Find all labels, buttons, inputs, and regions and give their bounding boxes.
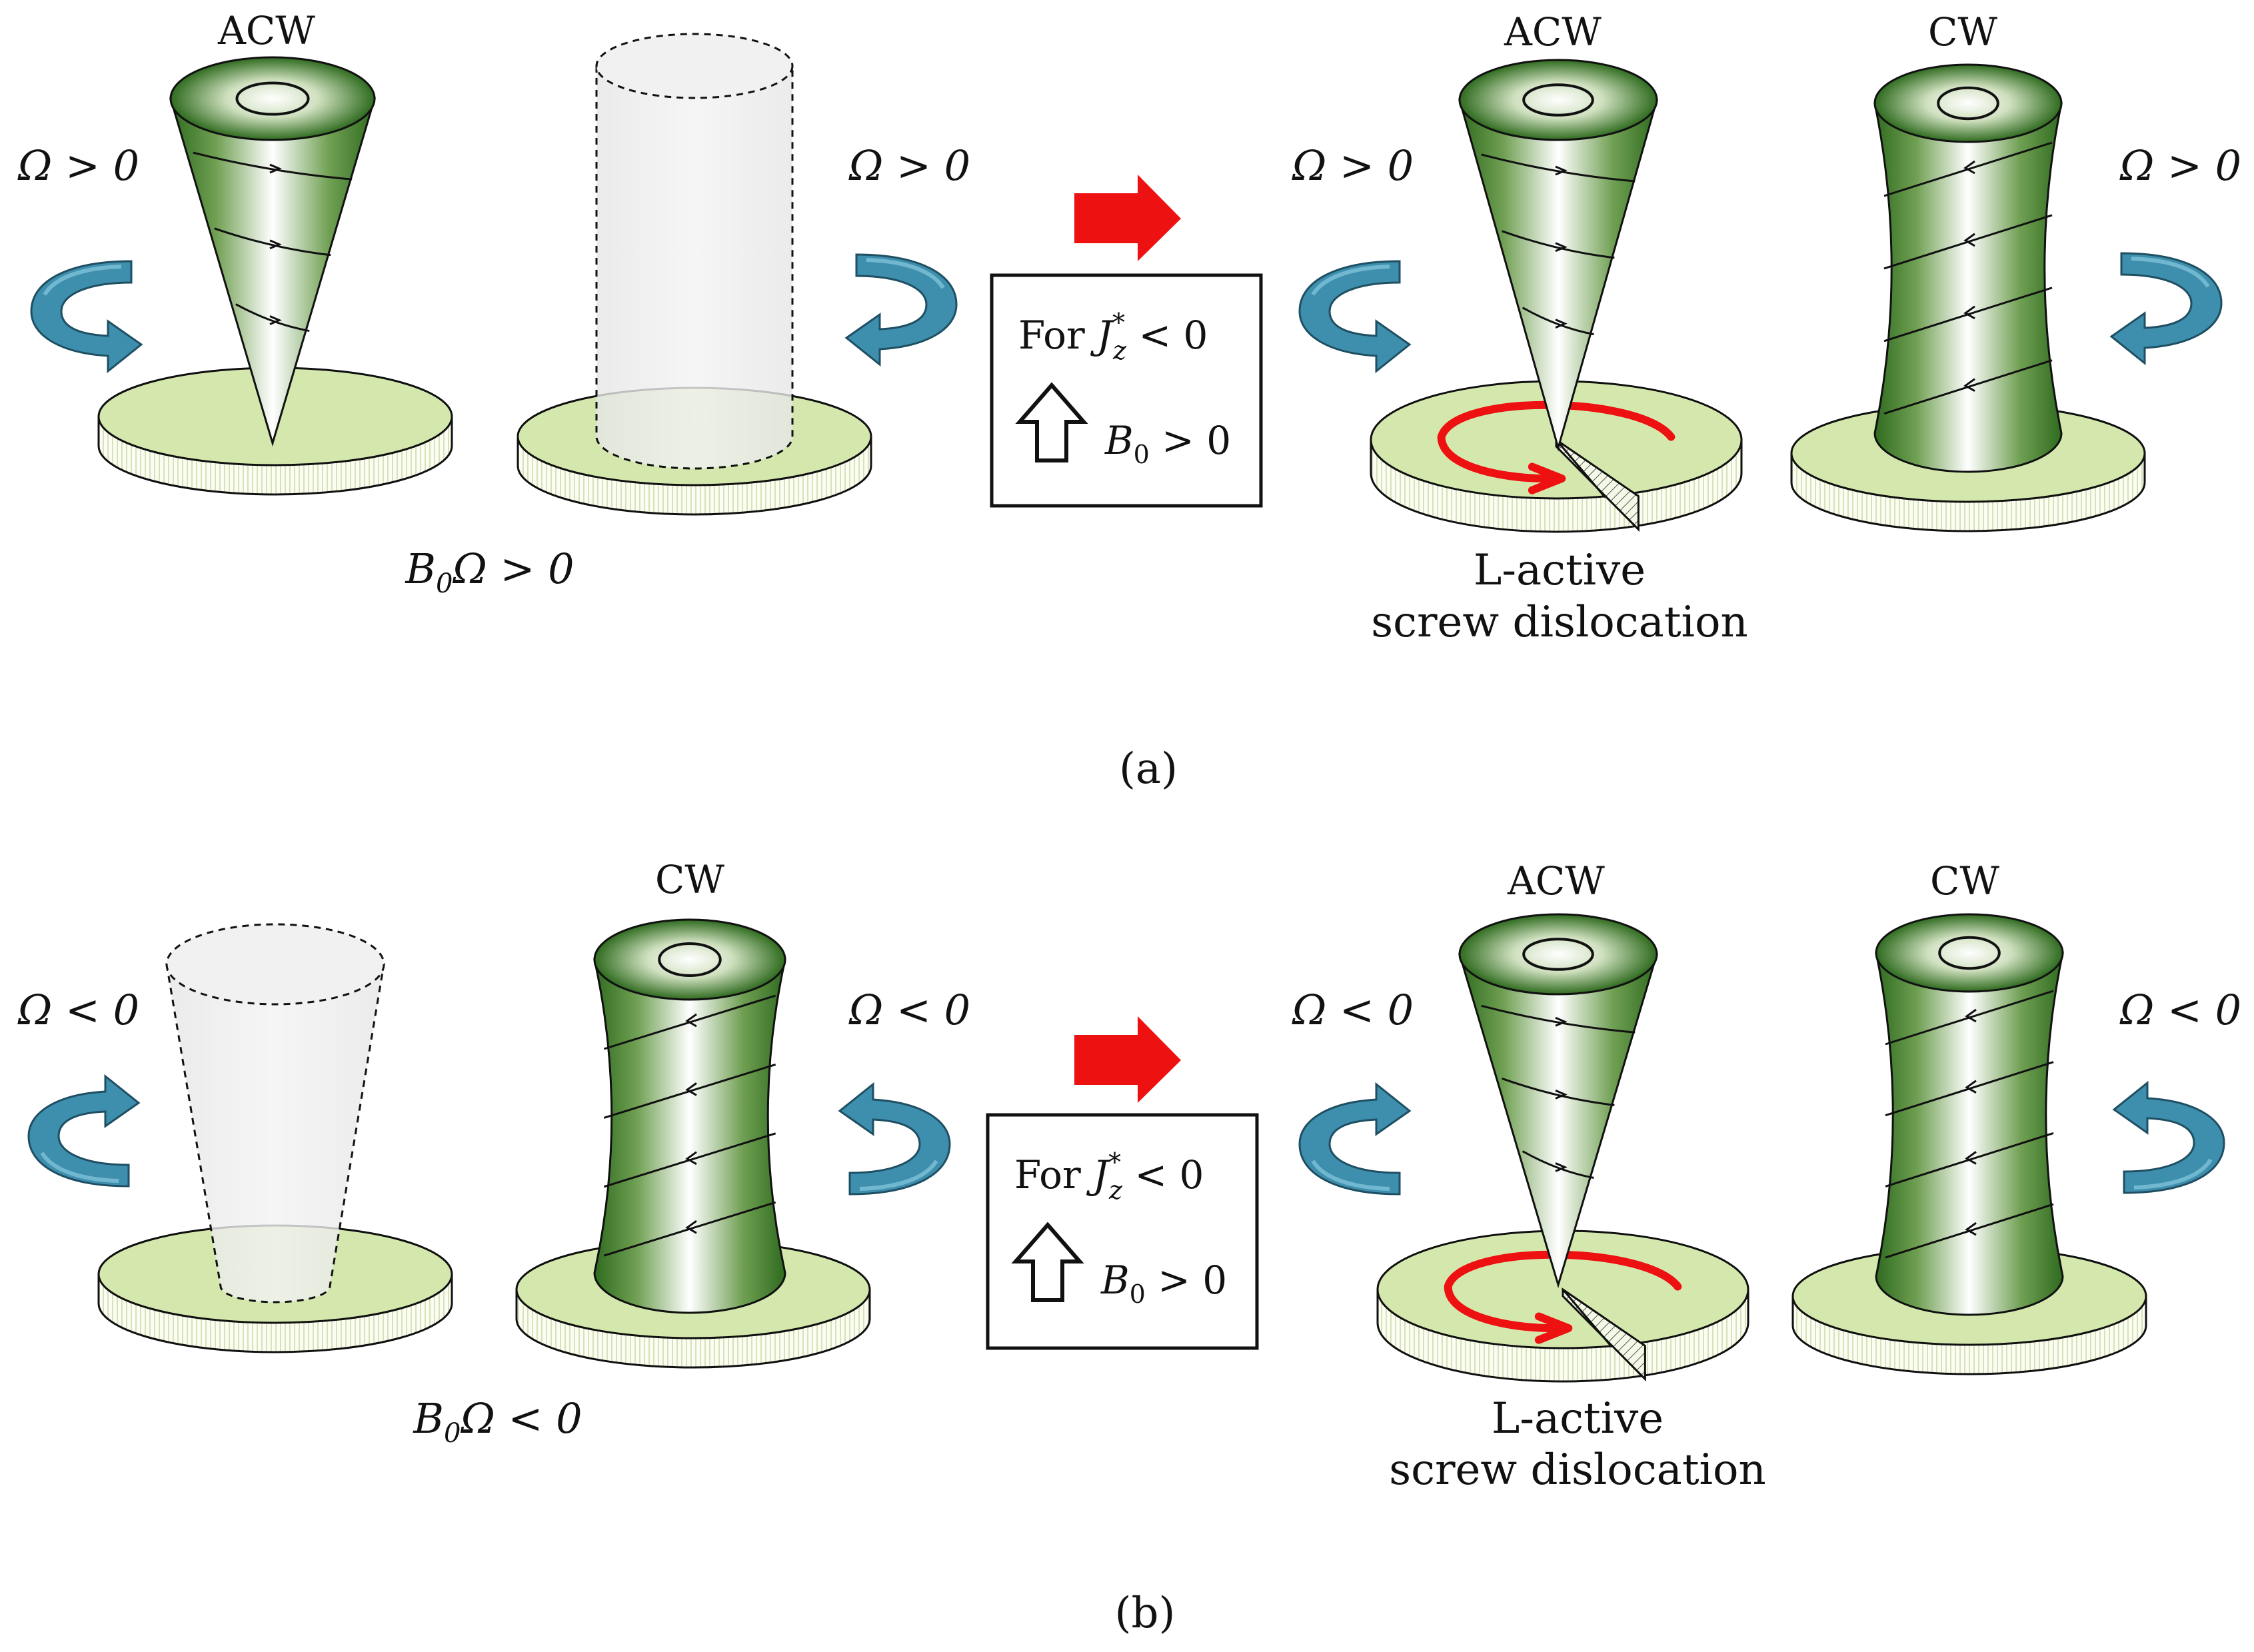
result-b-line2: screw dislocation	[1389, 1445, 1766, 1495]
vortex-a3-label: CW	[1928, 9, 1997, 55]
rotation-arrow-b1	[27, 1074, 141, 1188]
vortex-b3-cw	[1875, 913, 2064, 1316]
vortex-a2-label: ACW	[1504, 9, 1602, 55]
product-b: B0Ω < 0	[413, 1394, 582, 1449]
caption-b: (b)	[1115, 1589, 1176, 1638]
vortex-b1-cw	[593, 918, 786, 1314]
condition-line-2: B0 > 0	[1100, 1257, 1227, 1309]
rotation-arrow-b2	[838, 1082, 951, 1196]
result-a-line1: L-active	[1474, 546, 1646, 595]
ghost-cylinder-a	[595, 33, 794, 470]
rotation-arrow-b4	[2112, 1080, 2225, 1194]
omega-a-right: Ω > 0	[848, 141, 970, 190]
rotation-arrow-a1	[30, 260, 143, 374]
rotation-arrow-a2	[844, 253, 958, 367]
vortex-a2-acw	[1458, 59, 1658, 452]
dislocation-wedge	[1562, 1287, 1646, 1382]
result-a-line2: screw dislocation	[1371, 598, 1748, 647]
dislocation-rotation-arrow-icon	[1444, 1250, 1682, 1344]
dislocation-disk-b	[1376, 1230, 1749, 1383]
omega-b-after-right: Ω < 0	[2119, 986, 2241, 1034]
dislocation-disk-a	[1370, 380, 1743, 533]
ghost-cone-b	[165, 923, 385, 1303]
dislocation-rotation-arrow-icon	[1437, 401, 1676, 494]
omega-a-after-right: Ω > 0	[2119, 141, 2241, 190]
omega-b-after-left: Ω < 0	[1292, 986, 1414, 1034]
vortex-b2-acw	[1458, 913, 1659, 1289]
hollow-up-arrow-icon	[1011, 1222, 1084, 1302]
rotation-arrow-b3	[1298, 1082, 1412, 1196]
caption-a: (a)	[1119, 744, 1178, 794]
vortex-a1-acw	[169, 56, 377, 447]
panel-a: ACW Ω > 0 Ω > 0 B0Ω > 0 ACW Ω > 0 CW Ω > 0 L-act…	[17, 8, 2241, 794]
panel-b: Ω < 0 CW Ω < 0 B0Ω < 0 ACW Ω < 0 CW Ω < 0 L-acti…	[17, 857, 2241, 1638]
omega-a-left: Ω > 0	[17, 141, 139, 190]
transition-arrow-b	[1074, 1016, 1181, 1103]
omega-b-left: Ω < 0	[17, 986, 139, 1034]
rotation-arrow-a3	[1298, 260, 1412, 374]
condition-line-2: B0 > 0	[1104, 418, 1231, 469]
omega-b-right: Ω < 0	[848, 986, 970, 1034]
condition-box-frame	[986, 1113, 1259, 1350]
vortex-b1-label: CW	[655, 857, 724, 902]
hollow-up-arrow-icon	[1015, 382, 1088, 462]
vortex-a1-label: ACW	[217, 8, 315, 53]
result-b-line1: L-active	[1492, 1394, 1664, 1443]
transition-arrow-a	[1074, 175, 1181, 261]
vortex-b2-label: ACW	[1507, 858, 1605, 904]
rotation-arrow-a4	[2109, 252, 2223, 366]
product-a: B0Ω > 0	[405, 544, 574, 599]
omega-a-after-left: Ω > 0	[1292, 141, 1414, 190]
vortex-b3-label: CW	[1930, 858, 1999, 904]
condition-box-frame	[990, 273, 1263, 508]
vortex-a3-cw	[1873, 63, 2063, 473]
